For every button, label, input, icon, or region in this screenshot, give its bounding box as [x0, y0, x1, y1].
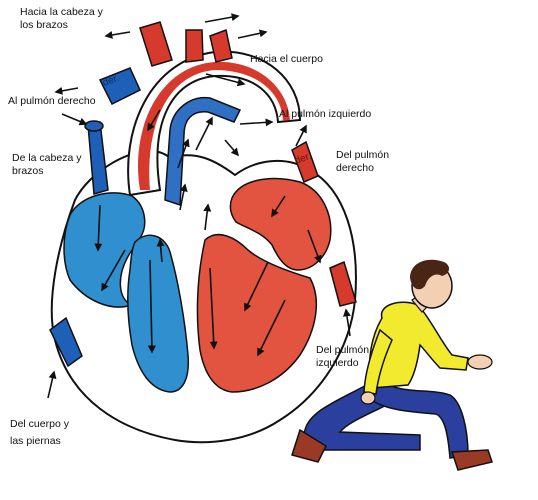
person-shoe-back	[291, 428, 327, 463]
person-hand-back	[360, 391, 376, 405]
person-shoe-front	[450, 449, 493, 471]
flow-arrows-outside	[47, 13, 351, 399]
label-from-body-legs: Del cuerpo y las piernas	[10, 418, 69, 447]
pulmonary-vein-right	[291, 140, 319, 183]
vena-cava-inferior	[49, 316, 83, 368]
label-to-left-lung: Al pulmón izquierdo	[279, 108, 372, 120]
label-from-right-lung: Del pulmón derecho	[336, 149, 390, 174]
artery-head-1	[139, 21, 173, 67]
right-atrium	[63, 192, 146, 308]
vessel-tag-right: der.	[293, 151, 312, 167]
label-to-body: Hacia el cuerpo	[250, 53, 323, 65]
label-from-head-arms: De la cabeza y brazos	[12, 152, 82, 177]
left-ventricle	[196, 233, 318, 393]
right-ventricle	[127, 234, 190, 393]
vena-cava-superior-opening	[84, 120, 104, 132]
pulmonary-artery-right	[98, 67, 141, 106]
label-to-head-arms: Hacia la cabeza y los brazos	[20, 6, 103, 31]
artery-head-3	[209, 28, 233, 63]
person-hand-front	[467, 354, 493, 370]
flow-arrows-heart	[94, 109, 322, 357]
label-from-left-lung: Del pulmón izquierdo	[316, 344, 370, 369]
label-to-right-lung: Al pulmón derecho	[8, 95, 96, 107]
left-atrium	[229, 177, 332, 271]
vessel-tag-left: der.	[101, 73, 120, 89]
pulmonary-vein-left	[329, 260, 357, 307]
running-person	[291, 259, 493, 471]
pulmonary-trunk	[164, 96, 242, 207]
person-hair	[410, 259, 450, 290]
artery-head-2	[185, 29, 204, 63]
